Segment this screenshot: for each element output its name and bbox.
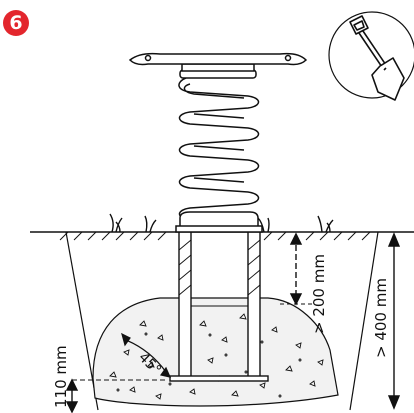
spring-coil	[175, 63, 263, 233]
base-dimension-110	[65, 378, 168, 413]
depth-dimension-400	[387, 232, 401, 410]
angle-indicator	[121, 332, 172, 378]
concrete-footing	[92, 297, 339, 407]
depth-label-400: > 400 mm	[372, 278, 390, 358]
shovel-icon	[328, 11, 414, 101]
depth-dimension-200	[280, 232, 312, 306]
seat-plate	[128, 52, 308, 66]
base-label-110: 110 mm	[52, 345, 70, 408]
depth-label-200: > 200 mm	[310, 254, 328, 334]
step-number-badge: 6	[3, 10, 29, 36]
